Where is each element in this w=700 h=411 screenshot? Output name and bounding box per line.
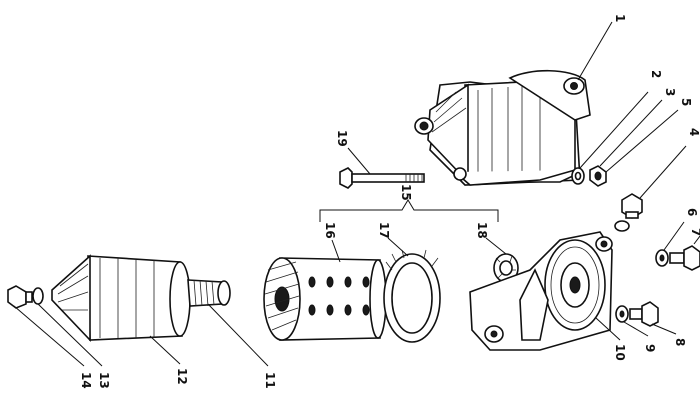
callout-13: 13	[97, 372, 111, 389]
callout-5: 5	[679, 98, 693, 106]
leader-19	[347, 147, 371, 175]
part-19-bolt	[339, 167, 425, 189]
part-12-lower-cup	[51, 254, 191, 343]
part-10-filter-base	[469, 231, 613, 351]
callout-19: 19	[335, 130, 349, 147]
callout-17: 17	[377, 222, 391, 239]
leader-4	[639, 145, 687, 199]
leader-5	[605, 109, 679, 173]
leader-9	[623, 321, 649, 337]
part-1-housing	[414, 69, 591, 186]
part-17-gasket	[383, 249, 441, 343]
callout-6: 6	[685, 208, 699, 216]
part-9-washer	[615, 305, 629, 323]
leader-7	[693, 235, 700, 245]
part-4-plug	[614, 193, 643, 232]
part-16-filter-element	[263, 257, 387, 341]
callout-18: 18	[475, 222, 489, 239]
callout-8: 8	[673, 338, 687, 346]
part-14-drain-plug	[7, 285, 33, 309]
leader-13	[37, 303, 103, 367]
part-3-nut	[589, 165, 607, 187]
part-6-washer	[655, 249, 669, 267]
leader-17	[387, 237, 409, 257]
leader-18	[485, 237, 507, 255]
callout-11: 11	[263, 372, 277, 389]
callout-2: 2	[649, 70, 663, 78]
callout-10: 10	[613, 344, 627, 361]
leader-2	[579, 91, 649, 169]
part-2-washer	[571, 167, 585, 185]
callout-16: 16	[323, 222, 337, 239]
callout-14: 14	[79, 372, 93, 389]
element-holes	[308, 276, 370, 316]
callout-12: 12	[175, 368, 189, 385]
leader-11	[207, 303, 269, 367]
bracket-15	[319, 199, 499, 222]
callout-9: 9	[643, 344, 657, 352]
part-13-washer	[32, 287, 44, 305]
leader-3	[599, 99, 663, 167]
callout-1: 1	[613, 14, 627, 22]
callout-3: 3	[663, 88, 677, 96]
leader-16	[331, 239, 341, 263]
callout-15: 15	[399, 184, 413, 201]
leader-10	[595, 317, 621, 341]
part-8-bolt	[629, 301, 659, 327]
callout-7: 7	[689, 228, 700, 236]
callout-4: 4	[687, 128, 700, 136]
part-11-spring	[187, 279, 231, 307]
leader-1	[577, 21, 613, 81]
leader-6	[663, 221, 685, 251]
leader-14	[13, 305, 85, 367]
leader-12	[149, 335, 181, 365]
part-7-bolt	[669, 245, 700, 271]
leader-8	[651, 323, 677, 335]
